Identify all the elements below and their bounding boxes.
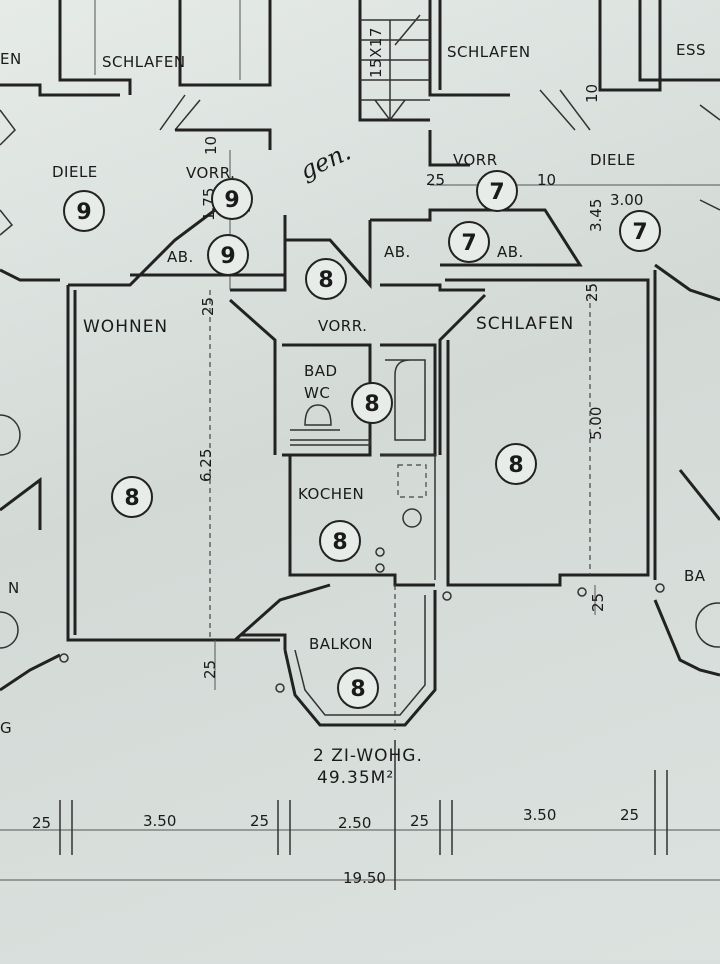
dim-25-wohnen-top: 25 bbox=[199, 297, 217, 316]
fixtures bbox=[0, 359, 720, 693]
dim-25-wohnen-bottom: 25 bbox=[201, 660, 219, 679]
dim-25-vorr: 25 bbox=[426, 171, 445, 189]
neighbor-label-g: G bbox=[0, 719, 12, 737]
svg-text:8: 8 bbox=[124, 486, 139, 511]
svg-text:8: 8 bbox=[332, 530, 347, 555]
room-markers: 9 9 9 7 7 7 8 8 8 8 8 8 bbox=[63, 170, 661, 709]
svg-text:7: 7 bbox=[489, 180, 504, 205]
room-marker: 7 bbox=[448, 221, 490, 263]
neighbor-labels: SCHLAFEN SCHLAFEN ESS EN DIELE DIELE VOR… bbox=[0, 41, 706, 737]
room-marker: 8 bbox=[337, 667, 379, 709]
stove bbox=[397, 464, 427, 498]
dim-bottom-4: 25 bbox=[410, 812, 429, 830]
dim-300: 3.00 bbox=[610, 191, 643, 209]
room-marker: 9 bbox=[211, 178, 253, 220]
neighbor-label-n: N bbox=[8, 579, 20, 597]
svg-text:9: 9 bbox=[220, 244, 235, 269]
dim-bottom-0: 25 bbox=[32, 814, 51, 832]
neighbor-label-en: EN bbox=[0, 50, 22, 68]
room-label-kochen: KOCHEN bbox=[298, 485, 364, 503]
neighbor-label-vorr-left: VORR. bbox=[186, 164, 235, 182]
neighbor-label-ab-right: AB. bbox=[497, 243, 524, 261]
unit-area: 49.35M² bbox=[317, 768, 394, 788]
room-marker: 8 bbox=[305, 258, 347, 300]
neighbor-label-schlafen-right: SCHLAFEN bbox=[447, 43, 531, 61]
dimension-labels: 25 3.50 25 2.50 25 3.50 25 19.50 6.25 5.… bbox=[32, 84, 643, 887]
dim-10-right-horizontal: 10 bbox=[537, 171, 556, 189]
neighbor-label-ab-mid: AB. bbox=[384, 243, 411, 261]
room-marker: 9 bbox=[207, 234, 249, 276]
svg-text:9: 9 bbox=[224, 188, 239, 213]
svg-text:9: 9 bbox=[76, 200, 91, 225]
room-marker: 7 bbox=[476, 170, 518, 212]
room-labels: WOHNEN VORR. SCHLAFEN BAD WC KOCHEN BALK… bbox=[83, 314, 574, 653]
svg-text:7: 7 bbox=[632, 220, 647, 245]
neighbor-label-diele-left: DIELE bbox=[52, 163, 98, 181]
svg-text:8: 8 bbox=[364, 392, 379, 417]
room-marker: 8 bbox=[351, 382, 393, 424]
dim-25-schlafen-top: 25 bbox=[583, 283, 601, 302]
room-label-schlafen: SCHLAFEN bbox=[476, 314, 574, 334]
dim-wohnen-height: 6.25 bbox=[197, 449, 215, 482]
dim-345: 3.45 bbox=[587, 199, 605, 232]
unit-type: 2 ZI-WOHG. bbox=[313, 746, 423, 766]
sink bbox=[402, 508, 422, 528]
dim-bottom-1: 3.50 bbox=[143, 812, 176, 830]
bathtub bbox=[385, 359, 426, 441]
neighbor-label-ba: BA bbox=[684, 567, 706, 585]
room-label-balkon: BALKON bbox=[309, 635, 373, 653]
svg-text:8: 8 bbox=[508, 453, 523, 478]
neighbor-label-schlafen-left: SCHLAFEN bbox=[102, 53, 186, 71]
dim-schlafen-height: 5.00 bbox=[587, 407, 605, 440]
stair-label: 15X17 bbox=[367, 27, 385, 78]
room-marker: 7 bbox=[619, 210, 661, 252]
neighbor-label-diele-right: DIELE bbox=[590, 151, 636, 169]
room-marker: 8 bbox=[319, 520, 361, 562]
dim-bottom-5: 3.50 bbox=[523, 806, 556, 824]
toilet bbox=[304, 404, 332, 426]
apartment-walls bbox=[66, 208, 657, 727]
neighbor-label-ab-left: AB. bbox=[167, 248, 194, 266]
neighbor-label-vorr-right: VORR bbox=[453, 151, 498, 169]
dim-bottom-3: 2.50 bbox=[338, 814, 371, 832]
dim-bottom-6: 25 bbox=[620, 806, 639, 824]
room-marker: 8 bbox=[111, 476, 153, 518]
room-label-wc: WC bbox=[304, 384, 330, 402]
handwritten-note: gen. bbox=[296, 138, 356, 186]
room-marker: 9 bbox=[63, 190, 105, 232]
dim-total: 19.50 bbox=[343, 869, 386, 887]
room-label-bad: BAD bbox=[304, 362, 338, 380]
neighbor-walls bbox=[0, 0, 720, 692]
svg-text:8: 8 bbox=[350, 677, 365, 702]
dim-10-right-vertical: 10 bbox=[583, 84, 601, 103]
room-label-wohnen: WOHNEN bbox=[83, 317, 168, 337]
guide-lines bbox=[0, 150, 720, 890]
room-marker: 8 bbox=[495, 443, 537, 485]
dim-25-schlafen-bottom: 25 bbox=[589, 593, 607, 612]
svg-text:7: 7 bbox=[461, 231, 476, 256]
svg-text:8: 8 bbox=[318, 268, 333, 293]
room-label-vorr: VORR. bbox=[318, 317, 367, 335]
staircase: 15X17 bbox=[358, 0, 430, 122]
dim-10-left: 10 bbox=[202, 136, 220, 155]
dim-bottom-2: 25 bbox=[250, 812, 269, 830]
neighbor-label-ess: ESS bbox=[676, 41, 706, 59]
